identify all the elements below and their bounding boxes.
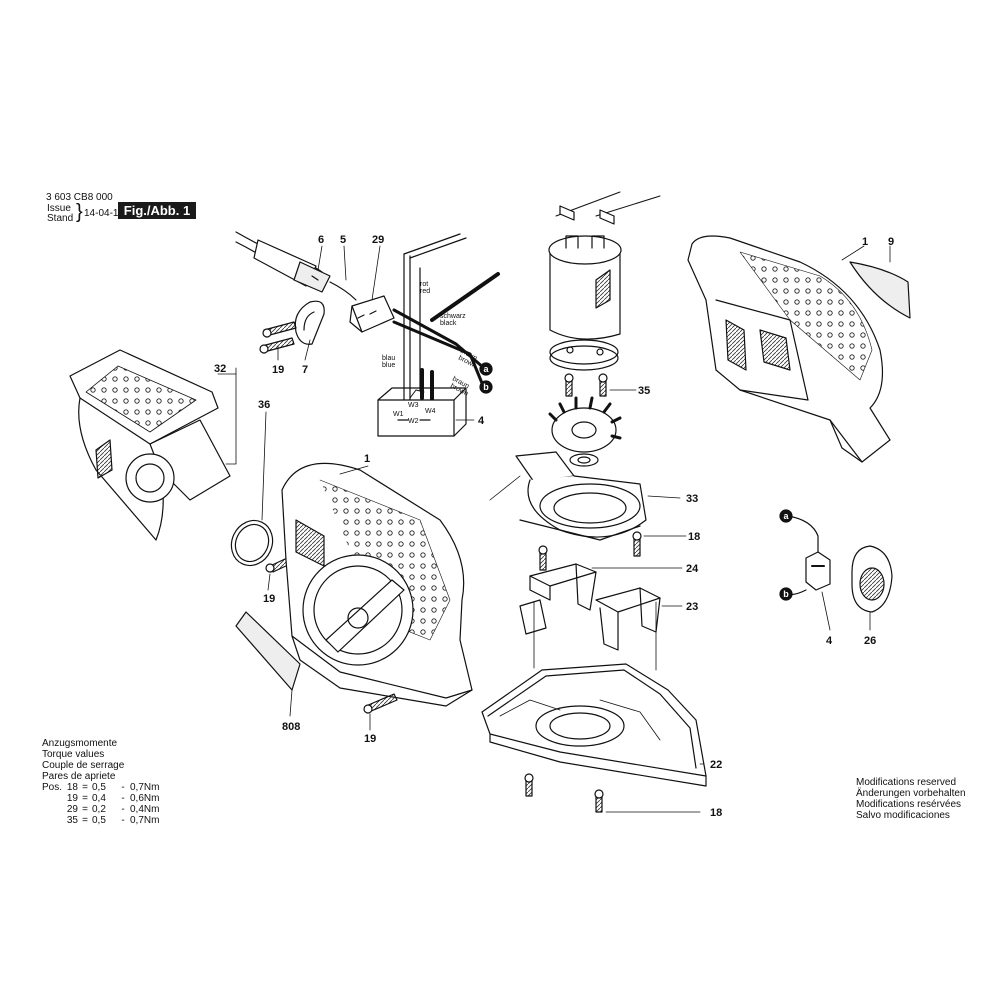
torque-row: 29 = 0,2 - 0,4Nm	[66, 804, 160, 815]
terminal-w1: W1	[393, 411, 404, 418]
modifications-note: Modifications reserved Änderungen vorbeh…	[856, 777, 966, 821]
callout-5: 5	[340, 234, 346, 246]
motor	[548, 191, 661, 371]
screw-19-bottom	[363, 693, 398, 714]
callout-808: 808	[282, 721, 300, 733]
sanding-base-plate	[481, 663, 707, 787]
callout-1-right: 1	[862, 236, 868, 248]
torque-row: Pos. 18 = 0,5 - 0,7Nm	[42, 782, 160, 793]
callout-4-right: 4	[826, 635, 833, 647]
part-code: 3 603 CB8 000	[46, 192, 113, 203]
modifications-de: Änderungen vorbehalten	[856, 788, 966, 799]
switch-assembly	[787, 515, 831, 596]
callout-35: 35	[638, 385, 650, 397]
issue-label: Issue	[47, 203, 71, 214]
figure-label: Fig./Abb. 1	[118, 202, 196, 219]
brace: }	[76, 201, 83, 223]
callout-32: 32	[214, 363, 226, 375]
switch-box	[377, 387, 467, 437]
screw-19-top-b	[259, 337, 295, 354]
wire-label-black: black	[440, 320, 457, 327]
callout-18-b: 18	[710, 807, 722, 819]
callout-7: 7	[302, 364, 308, 376]
screw-18-upper	[538, 531, 642, 571]
bracket-23	[595, 587, 661, 651]
torque-row: 35 = 0,5 - 0,7Nm	[66, 815, 160, 826]
connector-a-left: a	[483, 364, 489, 374]
wire-label-red: red	[420, 288, 430, 295]
callout-19-c: 19	[364, 733, 376, 745]
connector-markers	[479, 362, 793, 601]
wire-label-blau: blau	[382, 355, 395, 362]
callout-29: 29	[372, 234, 384, 246]
connector-b-right: b	[783, 589, 789, 599]
torque-title-en: Torque values	[42, 749, 105, 760]
torque-title-es: Pares de apriete	[42, 771, 116, 782]
wire-label-schwarz: schwarz	[440, 313, 466, 320]
strain-relief-clamp	[294, 300, 325, 345]
bracket-24	[519, 563, 597, 635]
connector-a-right: a	[783, 511, 789, 521]
stand-label: Stand	[47, 213, 74, 224]
callout-36: 36	[258, 399, 270, 411]
screw-19-top	[262, 321, 297, 338]
callout-19-a: 19	[272, 364, 284, 376]
wiring	[392, 233, 500, 408]
housing-half-left	[281, 462, 473, 707]
pos-label: Pos.	[42, 782, 63, 793]
callout-33: 33	[686, 493, 698, 505]
dust-box	[69, 349, 231, 541]
housing-half-right	[687, 235, 891, 463]
callout-1-left: 1	[364, 453, 370, 465]
torque-values-table: Anzugsmomente Torque values Couple de se…	[42, 738, 170, 826]
callout-9: 9	[888, 236, 894, 248]
modifications-es: Salvo modificaciones	[856, 810, 950, 821]
terminal-w4: W4	[425, 408, 436, 415]
torque-row: 19 = 0,4 - 0,6Nm	[66, 793, 160, 804]
terminal-w2: W2	[408, 418, 419, 425]
fan-housing	[515, 451, 647, 541]
label-9	[849, 261, 911, 319]
modifications-en: Modifications reserved	[856, 777, 957, 788]
leader-lines	[217, 245, 891, 813]
callout-6: 6	[318, 234, 324, 246]
terminal-block	[349, 295, 395, 333]
power-cord	[235, 231, 357, 301]
callout-4-left: 4	[478, 415, 485, 427]
connector-b-left: b	[483, 382, 489, 392]
torque-title-fr: Couple de serrage	[42, 760, 125, 771]
connector-letters: a b a b	[483, 364, 789, 599]
issue-date: 14-04-14	[84, 208, 125, 219]
callout-19-b: 19	[263, 593, 275, 605]
screw-18-lower	[524, 773, 604, 813]
callout-24: 24	[686, 563, 699, 575]
callout-18-a: 18	[688, 531, 700, 543]
o-ring	[230, 519, 274, 567]
torque-title-de: Anzugsmomente	[42, 738, 118, 749]
modifications-fr: Modifications resérvées	[856, 799, 962, 810]
wire-label-blue: blue	[382, 362, 395, 369]
callout-22: 22	[710, 759, 722, 771]
callout-labels: 6 5 29 19 7 32 36 19 808 1 4 19 35 33 18…	[214, 234, 894, 819]
callout-23: 23	[686, 601, 698, 613]
wire-label-rot: rot	[420, 281, 428, 288]
callout-26: 26	[864, 635, 876, 647]
wire-labels: rot red schwarz black braun brown braun …	[382, 281, 478, 425]
label-strip	[235, 611, 301, 691]
switch-cap	[851, 545, 893, 613]
fan	[548, 396, 622, 467]
screw-35	[564, 373, 608, 397]
terminal-w3: W3	[408, 402, 419, 409]
